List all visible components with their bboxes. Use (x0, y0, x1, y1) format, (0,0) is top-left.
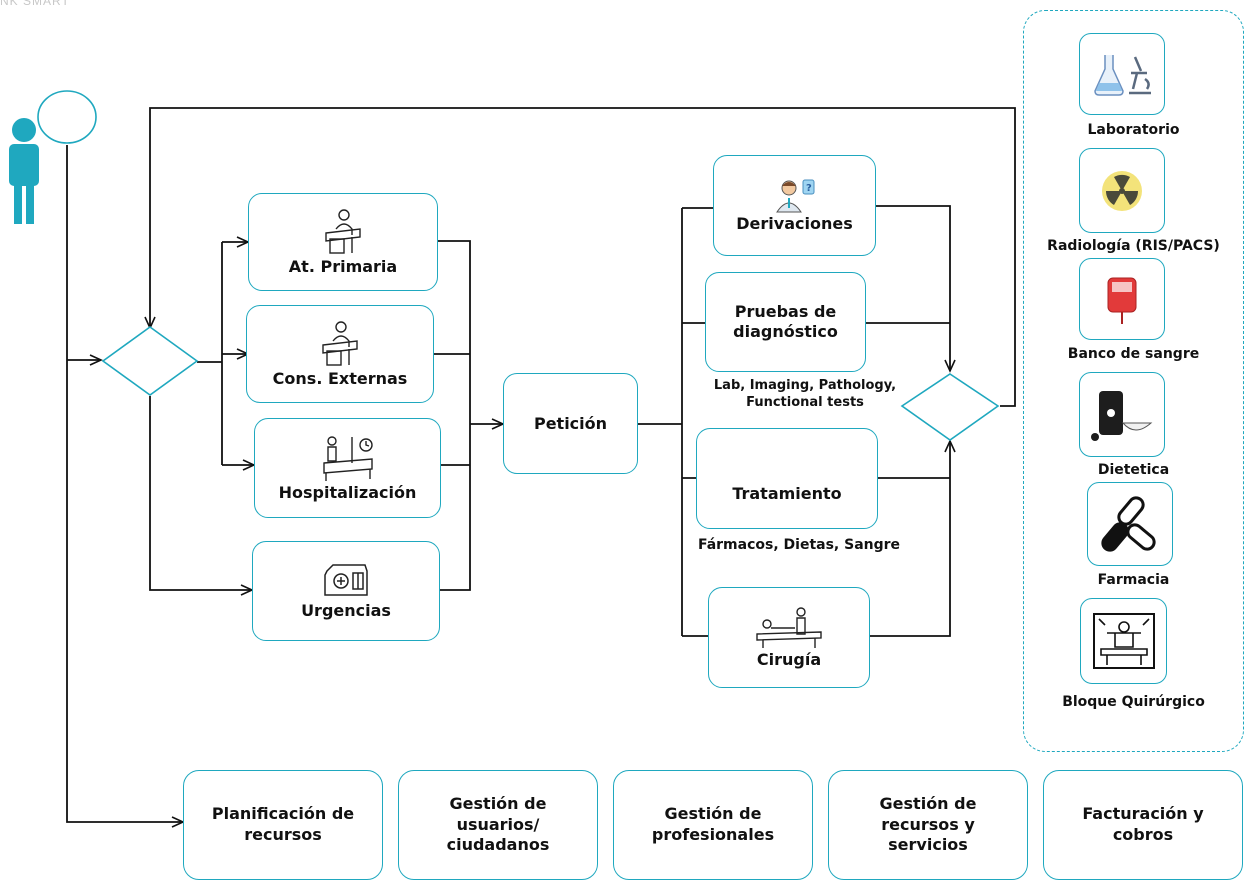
department-label: Banco de sangre (1067, 346, 1200, 362)
department-label: Dietetica (1097, 462, 1170, 478)
outcome-label: Cirugía (756, 649, 822, 669)
service-label: At. Primaria (288, 257, 398, 276)
outcome-caption-diagnostics: Lab, Imaging, Pathology, Functional test… (713, 378, 897, 410)
hospital-bed-icon (322, 436, 373, 481)
management-box-professionals[interactable]: Gestión de profesionales (613, 770, 813, 880)
management-box-billing[interactable]: Facturación y cobros (1043, 770, 1243, 880)
service-box-hospitalization[interactable]: Hospitalización (254, 418, 441, 518)
department-box-blood-bank[interactable] (1079, 258, 1165, 340)
ambulance-icon (324, 564, 368, 596)
service-label: Cons. Externas (272, 369, 408, 388)
lab-microscope-icon (1094, 55, 1151, 96)
blood-bag-icon (1107, 277, 1137, 324)
management-box-user-management[interactable]: Gestión de usuarios/ ciudadanos (398, 770, 598, 880)
departments-panel (1023, 10, 1244, 752)
department-box-surgical-block[interactable] (1080, 598, 1167, 684)
department-label: Farmacia (1097, 572, 1170, 588)
outcome-box-diagnostics[interactable]: Pruebas de diagnóstico (705, 272, 866, 372)
surgery-bed-icon (756, 606, 822, 648)
management-box-resource-planning[interactable]: Planificación de recursos (183, 770, 383, 880)
operating-room-icon (1092, 613, 1155, 669)
outcome-box-treatment[interactable]: Tratamiento (696, 428, 878, 529)
department-box-dietetics[interactable] (1079, 372, 1165, 457)
service-box-outpatient[interactable]: Cons. Externas (246, 305, 434, 403)
department-box-laboratory[interactable] (1079, 33, 1165, 115)
outcome-label: Pruebas de diagnóstico (733, 302, 838, 341)
request-box[interactable]: Petición (503, 373, 638, 474)
outcome-box-surgery[interactable]: Cirugía (708, 587, 870, 688)
service-box-primary-care[interactable]: At. Primaria (248, 193, 438, 291)
management-box-resources-services[interactable]: Gestión de recursos y servicios (828, 770, 1028, 880)
outcome-box-referrals[interactable]: ? Derivaciones (713, 155, 876, 256)
decision-diamond-entry (101, 326, 199, 396)
actor-bubble (37, 90, 97, 144)
outcome-caption-treatment: Fármacos, Dietas, Sangre (697, 537, 901, 553)
department-box-pharmacy[interactable] (1087, 482, 1173, 566)
request-label: Petición (533, 413, 608, 433)
watermark: NK SMART (0, 0, 70, 8)
diet-icon (1091, 390, 1153, 441)
doctor-referral-icon: ? (775, 179, 814, 212)
department-label: Bloque Quirúrgico (1062, 694, 1205, 710)
department-box-radiology[interactable] (1079, 148, 1165, 233)
pills-icon (1101, 496, 1156, 552)
svg-text:?: ? (806, 183, 812, 194)
decision-diamond-exit (900, 373, 1000, 441)
doctor-desk-icon (322, 321, 358, 366)
service-label: Urgencias (301, 601, 391, 620)
outcome-label: Tratamiento (732, 483, 842, 503)
person-icon (9, 118, 39, 224)
department-label: Radiología (RIS/PACS) (1047, 238, 1220, 254)
radiation-icon (1102, 170, 1142, 211)
doctor-desk-icon (325, 209, 361, 254)
outcome-label: Derivaciones (736, 213, 853, 233)
service-label: Hospitalización (278, 483, 417, 502)
department-label: Laboratorio (1087, 122, 1180, 138)
service-box-emergency[interactable]: Urgencias (252, 541, 440, 641)
